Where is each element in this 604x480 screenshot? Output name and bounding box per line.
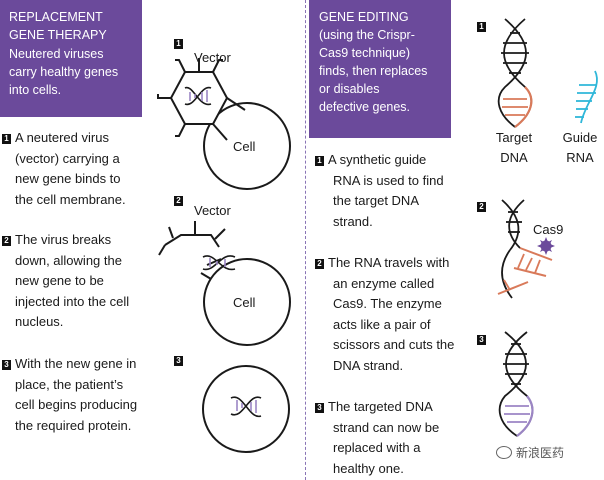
figure-number-badge: 2 [174, 196, 183, 206]
target-dna-label: Target DNA [495, 130, 533, 165]
injected-gene-dna-icon [202, 255, 236, 271]
target-dna-helix [497, 18, 533, 128]
step-number-badge: 2 [2, 236, 11, 246]
right-figure-2-cas9-cut [497, 199, 555, 299]
cell-circle [203, 258, 291, 346]
figure-number-badge: 3 [174, 356, 183, 366]
step-number-badge: 3 [2, 360, 11, 370]
step-number-badge: 3 [315, 403, 324, 413]
left-header-description: Neutered viruses carry healthy genes int… [9, 47, 119, 97]
figure-number-badge: 3 [477, 335, 486, 345]
guide-rna-label: Guide RNA [562, 130, 598, 165]
watermark-text: 新浪医药 [516, 446, 565, 460]
step-number-badge: 1 [2, 134, 11, 144]
right-figure-3-replaced-dna [498, 331, 534, 437]
vector-gene-dna-icon [184, 86, 212, 106]
cas9-enzyme-icon [537, 237, 555, 255]
left-header-title: REPLACEMENT GENE THERAPY [9, 10, 107, 42]
cell-circle [202, 365, 290, 453]
cut-dna-helix [497, 199, 553, 299]
vector-label-1: Vector [194, 50, 231, 65]
new-gene-dna-icon [230, 396, 262, 417]
cell-circle [203, 102, 291, 190]
right-figure-1-target-dna-guide-rna [497, 18, 598, 128]
section-divider [305, 0, 307, 480]
cell-label-1: Cell [233, 139, 256, 154]
left-header-box: REPLACEMENT GENE THERAPY Neutered viruse… [0, 0, 142, 117]
replaced-dna-highlight [516, 395, 534, 437]
wechat-icon [496, 446, 512, 459]
broken-virus-fragments [158, 221, 226, 280]
right-header-description: (using the Crispr- Cas9 technique) finds… [319, 28, 428, 114]
left-figure-3-gene-in-cell [202, 365, 290, 453]
target-dna-highlight [514, 86, 533, 128]
step-number-badge: 2 [315, 259, 324, 269]
virus-spikes [157, 58, 246, 141]
watermark: 新浪医药 [496, 444, 564, 461]
replaced-dna-helix [498, 331, 534, 437]
left-figure-2-gene-injection [158, 221, 291, 346]
right-header-box: GENE EDITING (using the Crispr- Cas9 tec… [309, 0, 451, 138]
vector-label-2: Vector [194, 203, 231, 218]
cas9-label: Cas9 [533, 222, 564, 237]
right-header-title: GENE EDITING [319, 10, 409, 24]
figure-number-badge: 1 [174, 39, 183, 49]
figure-number-badge: 2 [477, 202, 486, 212]
cell-label-2: Cell [233, 295, 256, 310]
guide-rna-strand [575, 70, 598, 124]
left-figure-1-vector-binding [157, 58, 291, 190]
figure-number-badge: 1 [477, 22, 486, 32]
step-number-badge: 1 [315, 156, 324, 166]
